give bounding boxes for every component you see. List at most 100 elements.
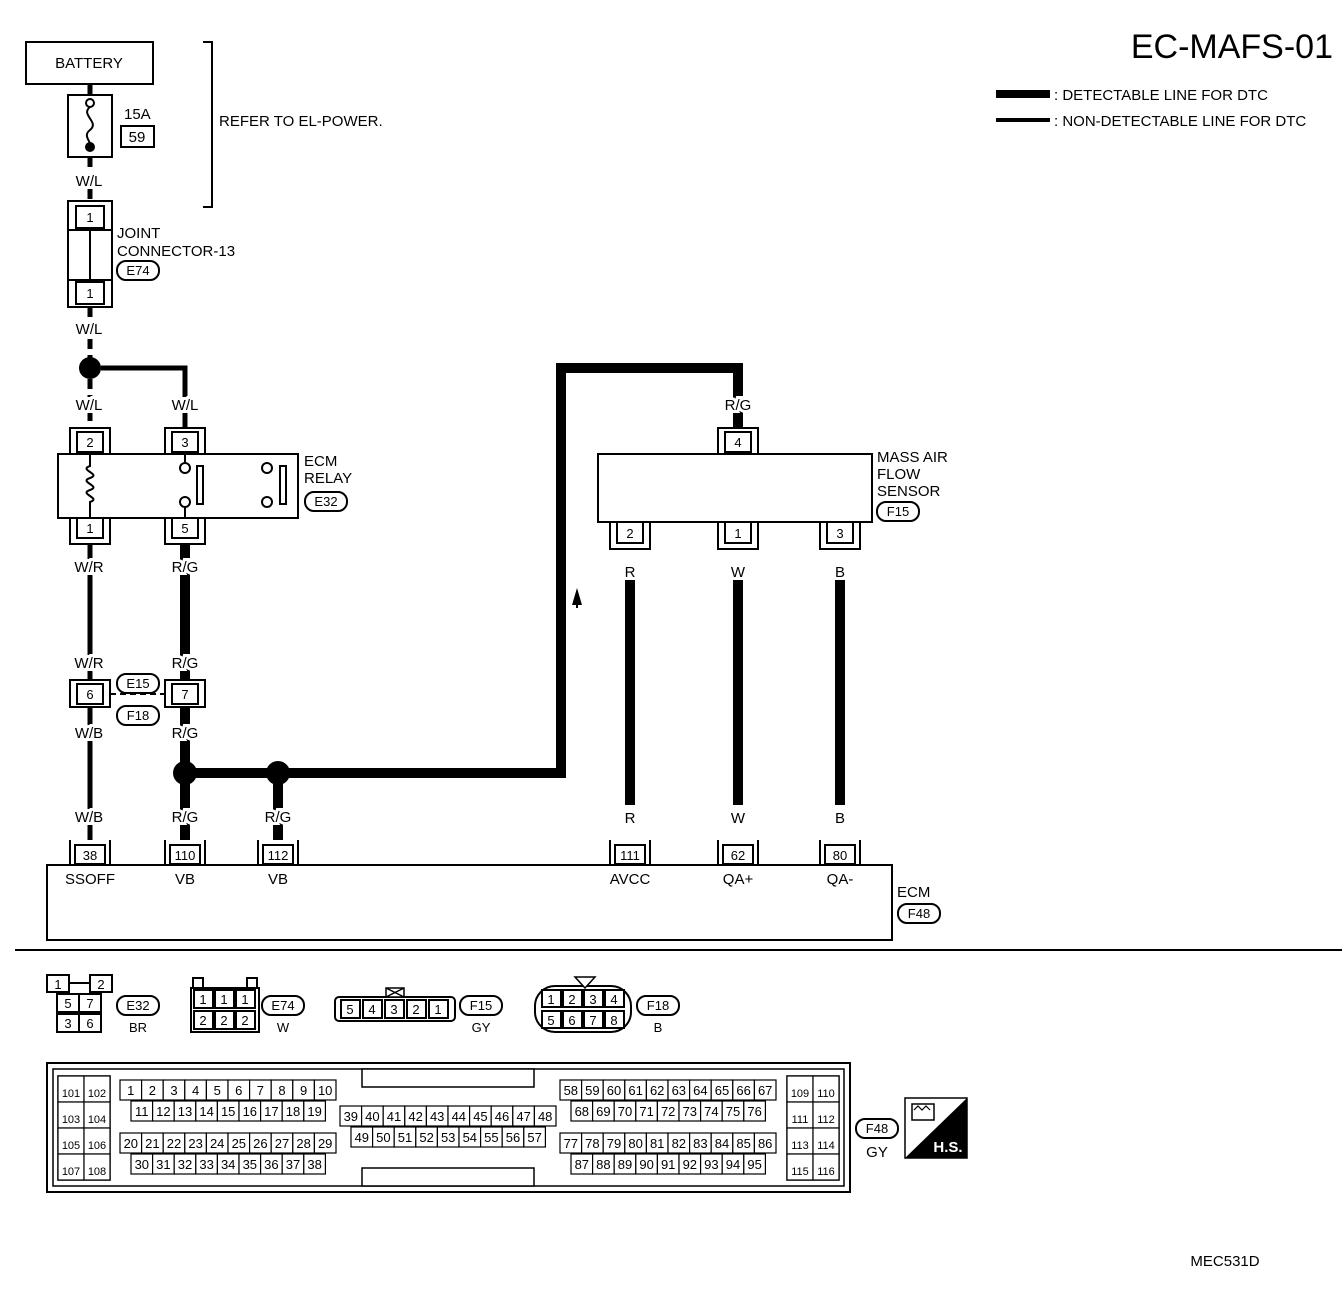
hs-label: H.S. [933,1139,962,1156]
f48-pin-label: 65 [715,1083,729,1098]
relay-code-badge [304,491,348,512]
f48-pin-label: 115 [791,1166,809,1178]
f48-pin-label: 63 [672,1083,686,1098]
f48-pin-label: 91 [661,1157,675,1172]
harness-side-icon: H.S. [904,1097,968,1159]
ecm-name: ECM [897,884,930,901]
f48-pin-label: 71 [639,1104,653,1119]
inline-code-top: E15 [126,676,149,691]
f48-pin-label: 12 [156,1104,170,1119]
connector-view-e32: 1 2 5 7 3 6 E32 BR [46,974,160,1035]
inline-code-bottom: F18 [127,708,149,723]
f48-pin-label: 101 [62,1088,80,1100]
f48-pin-label: 34 [221,1157,235,1172]
f48-pin-label: 106 [88,1140,106,1152]
joint-pin-top [75,205,105,229]
f48-pin-label: 114 [817,1140,835,1152]
pin-label: 7 [589,1013,596,1028]
ecm-terminal-pin [824,844,856,865]
pin-label: 2 [220,1013,227,1028]
wire-color: W/B [75,725,103,742]
f48-pin-label: 19 [307,1104,321,1119]
f48-pin-label: 7 [257,1083,264,1098]
pin-label: 7 [86,996,93,1011]
ecm-terminal-pin [262,844,294,865]
f48-pin-label: 24 [210,1136,224,1151]
f48-pin-label: 108 [88,1166,106,1178]
f48-pin-label: 28 [296,1136,310,1151]
wire-splice-maf4 [278,363,743,778]
inline-pin7-label: 7 [181,687,188,702]
inline-pin6-shell [69,679,111,708]
wire-color: W [731,810,746,827]
f48-pin [523,1126,546,1148]
f48-pin-label: 23 [188,1136,202,1151]
wire-splice-relay3 [101,365,188,428]
f48-pin-label: 111 [792,1114,809,1126]
wire-color: R/G [265,809,292,826]
f48-pin-label: 116 [817,1166,835,1178]
pin-label: 4 [368,1002,375,1017]
f48-pin-label: 86 [758,1136,772,1151]
f48-pin-label: 33 [199,1157,213,1172]
refer-note: REFER TO EL-POWER. [219,113,383,130]
f48-pin-label: 103 [62,1114,80,1126]
f48-pin-label: 18 [286,1104,300,1119]
f48-pin-label: 83 [693,1136,707,1151]
f48-pin-label: 93 [704,1157,718,1172]
f48-pin-label: 78 [585,1136,599,1151]
f48-pin-label: 70 [618,1104,632,1119]
pin-label: 6 [568,1013,575,1028]
maf-code-badge [876,501,920,522]
wire-color: W/R [74,559,103,576]
f48-pin-label: 26 [253,1136,267,1151]
relay-coil-icon [85,454,95,518]
connector-code: E32 [126,998,149,1013]
wire-color: W/B [75,809,103,826]
ecm-terminal-number: 111 [620,848,640,863]
relay-code: E32 [314,494,337,509]
pin-label: 5 [547,1013,554,1028]
f48-pin [786,1127,814,1155]
f48-pin-label: 95 [747,1157,761,1172]
wire-color: R [625,810,636,827]
lock-tab-icon [573,976,597,990]
f48-pin-label: 47 [516,1109,530,1124]
ecm-terminal-number: 80 [833,848,847,863]
ecm-terminal-pin [722,844,754,865]
connector-view-e74: 1 1 1 2 2 2 E74 W [190,977,305,1035]
f48-pin [743,1153,766,1175]
relay-pin5-label: 5 [181,521,188,536]
maf-pin2-label: 2 [626,526,633,541]
pin-label: 1 [199,992,206,1007]
f48-pin [303,1153,326,1175]
f48-pin-label: 74 [704,1104,718,1119]
f48-pin-label: 41 [387,1109,401,1124]
wire-color: B [835,564,845,581]
f48-pin-label: 87 [575,1157,589,1172]
f48-pin-label: 55 [484,1130,498,1145]
ecm-terminal-number: 110 [175,848,196,863]
maf-name-2: FLOW [877,466,921,483]
f48-pin-label: 68 [575,1104,589,1119]
joint-pin-bottom [75,281,105,305]
connector-color: GY [472,1020,491,1035]
f48-pin-label: 58 [564,1083,578,1098]
f48-pin-label: 25 [232,1136,246,1151]
inline-code-bottom-badge [116,705,160,726]
f48-pin-label: 14 [199,1104,213,1119]
connector-view-f18: 1 2 3 4 5 6 7 8 F18 B [534,976,680,1035]
f48-pin-label: 40 [365,1109,379,1124]
f48-pin-label: 6 [235,1083,242,1098]
ecm-terminal-pin [74,844,106,865]
f48-pin-label: 32 [178,1157,192,1172]
wire-color: B [835,810,845,827]
pin-label: 1 [434,1002,441,1017]
power-bracket [203,41,213,208]
battery-label: BATTERY [55,55,123,72]
maf-body [597,453,873,523]
wire-color: W/L [172,397,199,414]
ecm-terminal-signal: VB [268,871,288,888]
